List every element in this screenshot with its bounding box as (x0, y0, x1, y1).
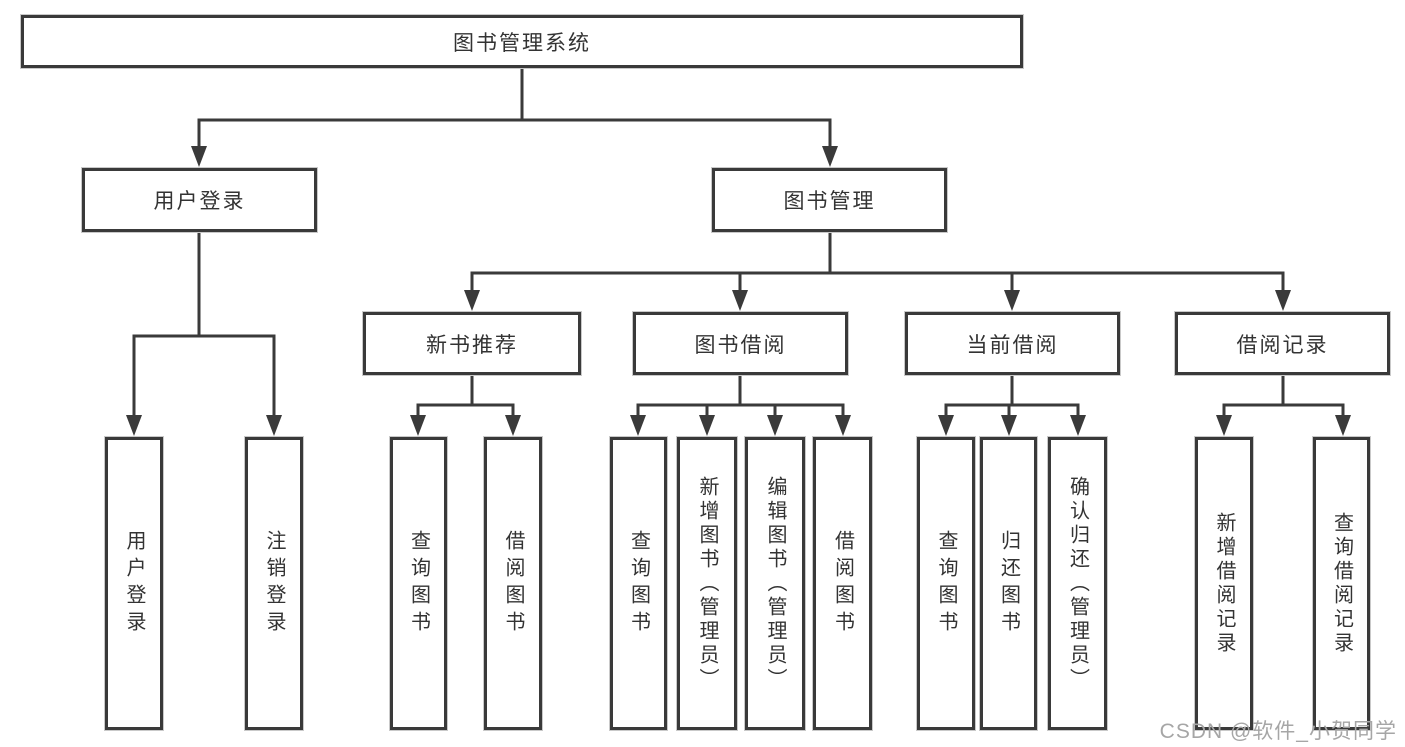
watermark: CSDN @软件_小贺同学 (1159, 720, 1397, 743)
node-label: 当前借阅 (966, 333, 1059, 357)
leaf-bb-borrow-books: 借阅图书 (813, 437, 872, 730)
node-book-borrowing: 图书借阅 (633, 312, 848, 375)
leaf-rec-query-books: 查询图书 (390, 437, 447, 730)
leaf-user-login: 用户登录 (105, 437, 163, 730)
arrowhead-path (126, 146, 1351, 436)
node-label: 图书管理系统 (453, 31, 591, 55)
node-label: 图书借阅 (694, 333, 787, 357)
node-borrowing-records: 借阅记录 (1175, 312, 1390, 375)
node-label: 新书推荐 (426, 333, 518, 357)
node-label: 用户登录 (153, 190, 246, 213)
leaf-label: 新增借阅记录 (1213, 511, 1235, 656)
leaf-cb-return-books: 归还图书 (980, 437, 1037, 730)
leaf-bb-add-books-admin: 新增图书（管理员） (677, 437, 737, 730)
leaf-label: 新增图书（管理员） (696, 475, 718, 692)
leaf-label: 归还图书 (997, 529, 1020, 638)
leaf-br-add-record: 新增借阅记录 (1195, 437, 1253, 730)
node-current-borrowing: 当前借阅 (905, 312, 1120, 375)
leaf-label: 借阅图书 (831, 529, 854, 638)
leaf-label: 查询图书 (627, 529, 650, 638)
leaf-label: 查询借阅记录 (1330, 511, 1353, 656)
node-label: 借阅记录 (1236, 333, 1329, 357)
leaf-logout: 注销登录 (245, 437, 303, 730)
leaf-bb-edit-books-admin: 编辑图书（管理员） (745, 437, 805, 730)
node-book-management: 图书管理 (712, 168, 947, 232)
leaf-br-query-record: 查询借阅记录 (1313, 437, 1370, 730)
node-new-book-recommendation: 新书推荐 (363, 312, 581, 375)
leaf-label: 用户登录 (123, 529, 145, 638)
leaf-label: 借阅图书 (502, 529, 524, 638)
node-label: 图书管理 (783, 190, 876, 213)
connector-line-path (132, 66, 1345, 418)
leaf-rec-borrow-books: 借阅图书 (484, 437, 542, 730)
leaf-label: 注销登录 (263, 529, 285, 638)
leaf-label: 确认归还（管理员） (1066, 475, 1089, 692)
leaf-label: 查询图书 (935, 529, 957, 638)
node-user-login: 用户登录 (82, 168, 317, 232)
node-library-management-system: 图书管理系统 (21, 15, 1023, 68)
leaf-cb-confirm-return-admin: 确认归还（管理员） (1048, 437, 1107, 730)
leaf-label: 查询图书 (407, 529, 430, 638)
leaf-label: 编辑图书（管理员） (764, 475, 786, 692)
leaf-bb-query-books: 查询图书 (610, 437, 667, 730)
leaf-cb-query-books: 查询图书 (917, 437, 975, 730)
